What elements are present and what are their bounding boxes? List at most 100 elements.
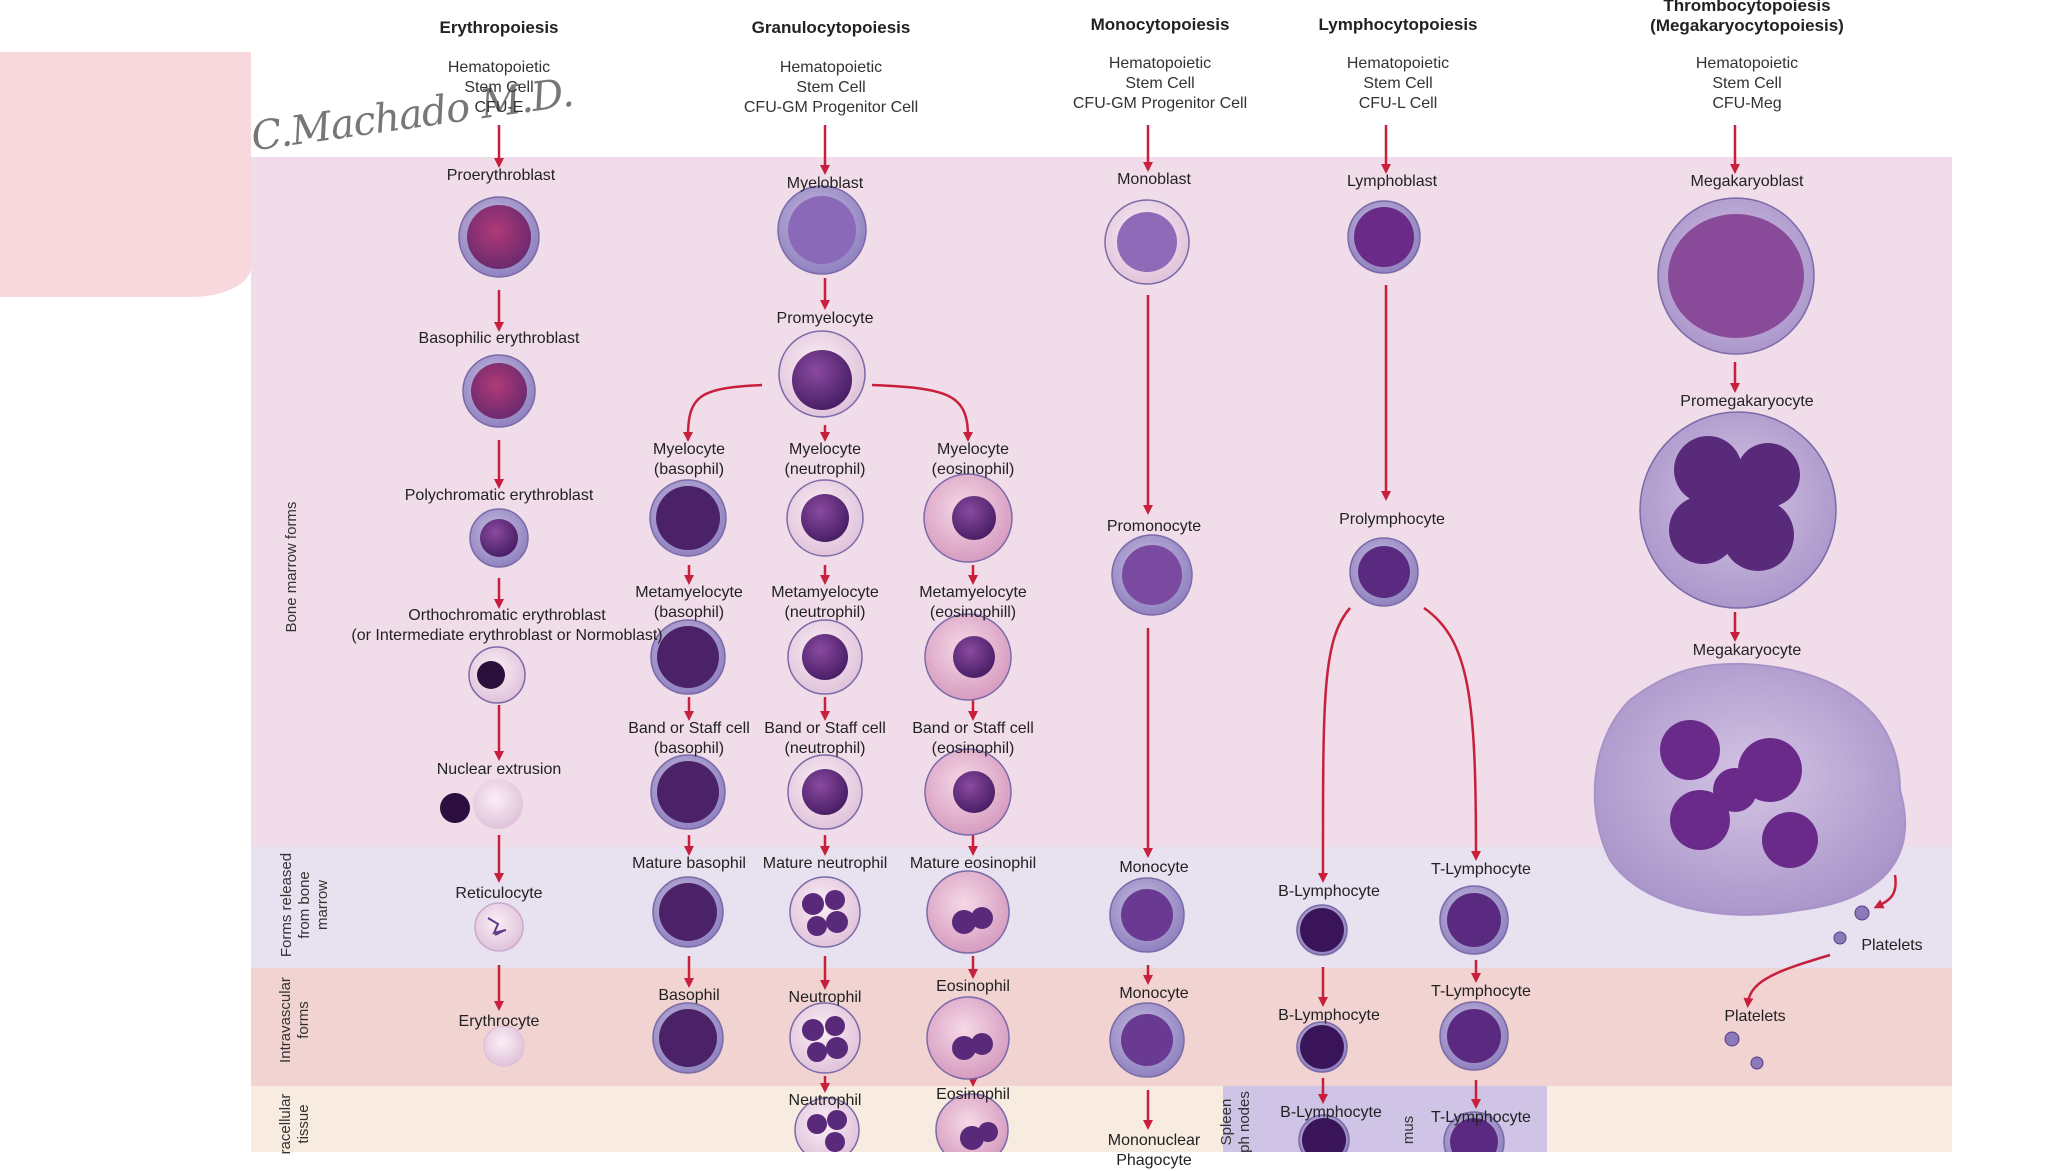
cell-promyelocyte-nucleus — [792, 350, 852, 410]
label-metamyelocyte-neutrophil: Metamyelocyte (neutrophil) — [771, 584, 879, 621]
zone-label-bone-marrow: Bone marrow forms — [283, 501, 300, 633]
platelet-0 — [1854, 905, 1870, 921]
cell-t-lymphocyte-blood-nucleus — [1447, 1009, 1501, 1063]
cell-myeloblast-nucleus — [788, 196, 856, 264]
label-prolymphocyte: Prolymphocyte — [1339, 511, 1445, 528]
cell-eosinophil-tissue-lobe-1 — [978, 1122, 998, 1142]
cell-megakaryocyte-lobe-3 — [1762, 812, 1818, 868]
cell-band-basophil-nucleus — [657, 761, 719, 823]
cell-basophilic-erythroblast-nucleus — [471, 363, 527, 419]
label-band-neutrophil: Band or Staff cell (neutrophil) — [764, 720, 886, 757]
cell-metamyelocyte-basophil-nucleus — [657, 626, 719, 688]
label-metamyelocyte-eosinophil: Metamyelocyte (eosinophill) — [919, 584, 1027, 621]
cell-nuclear-extrusion — [473, 779, 523, 829]
label-mononuclear-phagocyte: Mononuclear Phagocyte — [1107, 1132, 1201, 1169]
label-megakaryoblast: Megakaryoblast — [1690, 173, 1804, 190]
label-platelets-release: Platelets — [1861, 937, 1923, 954]
zone-label-extravascular: racellular tissue — [277, 1093, 312, 1155]
cell-myelocyte-basophil-nucleus — [656, 486, 720, 550]
label-eosinophil-tissue: Eosinophil — [936, 1086, 1010, 1103]
label-mature-neutrophil: Mature neutrophil — [762, 855, 888, 872]
cell-lymphoblast-nucleus — [1354, 207, 1414, 267]
label-promyelocyte: Promyelocyte — [776, 310, 874, 327]
platelet-1 — [1833, 931, 1847, 945]
source-erythropoiesis: Hematopoietic Stem Cell CFU-E — [447, 59, 551, 116]
label-band-basophil: Band or Staff cell (basophil) — [628, 720, 750, 757]
cell-megakaryocyte-lobe-0 — [1660, 720, 1720, 780]
cell-promonocyte-nucleus — [1122, 545, 1182, 605]
cell-mature-neutrophil-lobe-0 — [802, 893, 824, 915]
cell-megakaryocyte-lobe-2 — [1670, 790, 1730, 850]
zone-label-released: Forms released from bone marrow — [278, 852, 331, 958]
label-myelocyte-neutrophil: Myelocyte (neutrophil) — [784, 441, 866, 478]
cell-myelocyte-eosinophil-nucleus — [952, 496, 996, 540]
label-t-lymphocyte-blood: T-Lymphocyte — [1431, 983, 1531, 1000]
cell-metamyelocyte-eosinophil-nucleus — [953, 636, 995, 678]
cell-reticulocyte-network — [487, 917, 507, 936]
cell-b-lymphocyte-tissue-nucleus — [1302, 1118, 1346, 1152]
cell-blood-neutrophil-lobe-2 — [826, 1037, 848, 1059]
label-monocyte-released: Monocyte — [1119, 859, 1189, 876]
cell-b-lymphocyte-released-nucleus — [1300, 908, 1344, 952]
platelet-3 — [1750, 1056, 1764, 1070]
label-b-lymphocyte-released: B-Lymphocyte — [1278, 883, 1380, 900]
cell-neutrophil-tissue-lobe-1 — [827, 1110, 847, 1130]
label-orthochromatic-erythroblast: Orthochromatic erythroblast (or Intermed… — [351, 607, 663, 644]
label-promegakaryocyte: Promegakaryocyte — [1680, 393, 1814, 410]
label-t-lymphocyte-tissue: T-Lymphocyte — [1431, 1109, 1531, 1126]
cell-mature-neutrophil-lobe-3 — [807, 916, 827, 936]
cell-blood-eosinophil-lobe-0 — [952, 1036, 976, 1060]
label-b-lymphocyte-tissue: B-Lymphocyte — [1280, 1104, 1382, 1121]
cell-neutrophil-tissue-lobe-2 — [825, 1132, 845, 1152]
cell-monocyte-blood-nucleus — [1121, 1014, 1173, 1066]
label-metamyelocyte-basophil: Metamyelocyte (basophil) — [635, 584, 743, 621]
cell-nuclear-extrusion-nucleus — [440, 793, 470, 823]
arrow-curve-t-lineage — [1423, 606, 1481, 861]
cell-reticulocyte — [474, 902, 524, 952]
label-basophilic-erythroblast: Basophilic erythroblast — [418, 330, 580, 347]
label-myeloblast: Myeloblast — [786, 175, 864, 192]
label-mature-basophil: Mature basophil — [632, 855, 746, 872]
decorative-pink-shape — [0, 52, 251, 297]
label-basophil: Basophil — [658, 987, 720, 1004]
arrow-curve-eosinophil — [871, 383, 973, 442]
cell-blood-basophil-nucleus — [659, 1009, 717, 1067]
cell-blood-neutrophil — [789, 1002, 861, 1074]
arrow-curve-b-lineage — [1317, 607, 1351, 883]
label-megakaryocyte: Megakaryocyte — [1692, 642, 1802, 659]
header-lymphocytopoiesis: Lymphocytopoiesis — [1318, 15, 1478, 34]
cell-mature-eosinophil-lobe-0 — [952, 910, 976, 934]
zone-label-spleen: Spleen ph nodes — [1218, 1091, 1253, 1153]
label-myelocyte-eosinophil: Myelocyte (eosinophil) — [931, 441, 1015, 478]
cell-blood-eosinophil-lobe-1 — [971, 1033, 993, 1055]
arrow-curve-platelets-release — [1873, 874, 1897, 909]
label-reticulocyte: Reticulocyte — [455, 885, 543, 902]
source-granulocytopoiesis: Hematopoietic Stem Cell CFU-GM Progenito… — [743, 59, 919, 116]
header-thrombocytopoiesis: Thrombocytopoiesis (Megakaryocytopoiesis… — [1650, 0, 1844, 35]
arrow-curve-basophil — [683, 383, 763, 442]
cell-blood-neutrophil-lobe-1 — [825, 1016, 845, 1036]
cell-mature-eosinophil-lobe-1 — [971, 907, 993, 929]
cell-metamyelocyte-neutrophil-nucleus — [802, 634, 848, 680]
extravascular-band — [251, 1086, 1952, 1152]
label-t-lymphocyte-released: T-Lymphocyte — [1431, 861, 1531, 878]
label-eosinophil: Eosinophil — [936, 978, 1010, 995]
header-granulocytopoiesis: Granulocytopoiesis — [751, 18, 911, 37]
label-b-lymphocyte-blood: B-Lymphocyte — [1278, 1007, 1380, 1024]
header-monocytopoiesis: Monocytopoiesis — [1090, 15, 1230, 34]
cell-t-lymphocyte-tissue-nucleus — [1450, 1118, 1498, 1152]
cell-mature-basophil-nucleus — [659, 883, 717, 941]
cell-mature-neutrophil-lobe-1 — [825, 890, 845, 910]
label-proerythroblast: Proerythroblast — [446, 167, 556, 184]
cell-t-lymphocyte-released-nucleus — [1447, 893, 1501, 947]
label-monoblast: Monoblast — [1117, 171, 1191, 188]
label-erythrocyte: Erythrocyte — [458, 1013, 540, 1030]
platelet-2 — [1724, 1031, 1740, 1047]
label-mature-eosinophil: Mature eosinophil — [909, 855, 1037, 872]
label-band-eosinophil: Band or Staff cell (eosinophil) — [912, 720, 1034, 757]
cell-band-neutrophil-nucleus — [802, 769, 848, 815]
label-monocyte-blood: Monocyte — [1119, 985, 1189, 1002]
zone-label-intravascular: Intravascular forms — [277, 977, 312, 1063]
